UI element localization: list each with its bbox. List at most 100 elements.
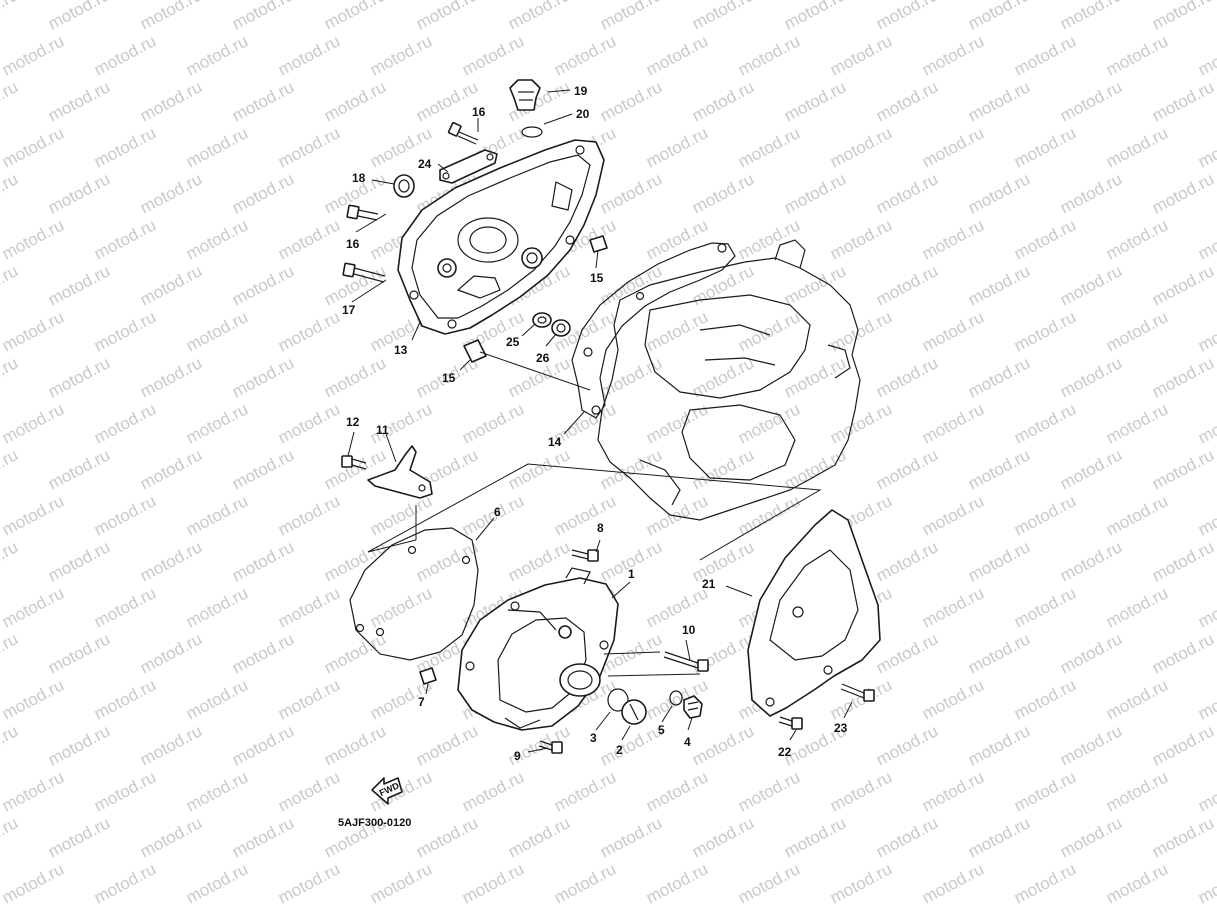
callout-13: 13 (394, 343, 408, 357)
watermark-text: motod.ru (91, 491, 159, 539)
watermark-text: motod.ru (597, 445, 665, 493)
callout-1: 1 (628, 567, 635, 581)
watermark-text: motod.ru (919, 491, 987, 539)
watermark-text: motod.ru (0, 675, 67, 723)
watermark-text: motod.ru (919, 31, 987, 79)
watermark-text: motod.ru (45, 813, 113, 861)
watermark-text: motod.ru (275, 215, 343, 263)
watermark-text: motod.ru (689, 169, 757, 217)
watermark-text: motod.ru (91, 859, 159, 907)
plug-o-ring-large (607, 688, 629, 712)
watermark-text: motod.ru (229, 353, 297, 401)
callout-20: 20 (576, 107, 590, 121)
watermark-text: motod.ru (919, 675, 987, 723)
watermark-text: motod.ru (413, 813, 481, 861)
forward-direction-arrow: FWD (371, 777, 403, 805)
watermark-text: motod.ru (0, 123, 67, 171)
watermark-text: motod.ru (91, 583, 159, 631)
watermark-text: motod.ru (367, 491, 435, 539)
watermark-text: motod.ru (551, 767, 619, 815)
leader-lines (347, 89, 853, 753)
watermark-text: motod.ru (1149, 261, 1217, 309)
watermark-text: motod.ru (275, 491, 343, 539)
watermark-text: motod.ru (137, 0, 205, 34)
watermark-text: motod.ru (1103, 31, 1171, 79)
watermark-text: motod.ru (137, 721, 205, 769)
crankcase-gasket (571, 242, 736, 419)
watermark-text: motod.ru (1011, 215, 1079, 263)
watermark-text: motod.ru (229, 261, 297, 309)
watermark-text: motod.ru (1149, 77, 1217, 125)
cover-bolt-left (346, 204, 379, 221)
watermark-text: motod.ru (275, 31, 343, 79)
cover-screw-top (571, 549, 599, 562)
watermark-text: motod.ru (1011, 583, 1079, 631)
watermark-text: motod.ru (137, 261, 205, 309)
bracket-bolt (341, 455, 367, 470)
callout-6: 6 (494, 505, 501, 519)
watermark-text: motod.ru (1011, 675, 1079, 723)
watermark-text: motod.ru (1057, 537, 1125, 585)
watermark-text: motod.ru (781, 169, 849, 217)
watermark-text: motod.ru (781, 0, 849, 34)
oil-filler-cap (509, 79, 541, 111)
watermark-text: motod.ru (965, 445, 1033, 493)
watermark-text: motod.ru (1195, 859, 1217, 907)
watermark-text: motod.ru (827, 31, 895, 79)
watermark-text: motod.ru (275, 399, 343, 447)
watermark-text: motod.ru (45, 0, 113, 34)
watermark-text: motod.ru (45, 77, 113, 125)
right-crankcase-cover (397, 139, 605, 335)
watermark-text: motod.ru (965, 629, 1033, 677)
watermark-text: motod.ru (919, 399, 987, 447)
watermark-text: motod.ru (781, 445, 849, 493)
watermark-text: motod.ru (459, 767, 527, 815)
cover-bolt-upper (447, 121, 479, 145)
watermark-text: motod.ru (137, 629, 205, 677)
watermark-text: motod.ru (643, 583, 711, 631)
watermark-text: motod.ru (1103, 215, 1171, 263)
watermark-text: motod.ru (1103, 123, 1171, 171)
watermark-text: motod.ru (643, 307, 711, 355)
watermark-text: motod.ru (183, 675, 251, 723)
callout-21: 21 (702, 577, 716, 591)
watermark-text: motod.ru (1149, 721, 1217, 769)
watermark-text: motod.ru (873, 813, 941, 861)
watermark-text: motod.ru (735, 215, 803, 263)
callout-5: 5 (658, 723, 665, 737)
watermark-text: motod.ru (413, 0, 481, 34)
watermark-text: motod.ru (643, 31, 711, 79)
diagram-code: 5AJF300-0120 (338, 817, 411, 829)
watermark-text: motod.ru (597, 813, 665, 861)
shaft-bushing (551, 319, 571, 337)
watermark-text: motod.ru (873, 537, 941, 585)
watermark-text: motod.ru (873, 445, 941, 493)
watermark-text: motod.ru (1103, 675, 1171, 723)
sprocket-cover-bolt-long (840, 683, 875, 702)
watermark-text: motod.ru (321, 721, 389, 769)
watermark-text: motod.ru (1195, 399, 1217, 447)
watermark-text: motod.ru (505, 0, 573, 34)
watermark-text: motod.ru (643, 859, 711, 907)
watermark-text: motod.ru (965, 261, 1033, 309)
watermark-text: motod.ru (321, 537, 389, 585)
watermark-text: motod.ru (735, 307, 803, 355)
watermark-text: motod.ru (183, 215, 251, 263)
watermark-text: motod.ru (1195, 123, 1217, 171)
generator-cover-gasket (349, 527, 479, 661)
watermark-text: motod.ru (275, 123, 343, 171)
watermark-text: motod.ru (505, 813, 573, 861)
watermark-text: motod.ru (965, 77, 1033, 125)
callout-24: 24 (418, 157, 432, 171)
watermark-text: motod.ru (1057, 445, 1125, 493)
cover-dowel-pin (419, 667, 437, 685)
watermark-text: motod.ru (965, 721, 1033, 769)
watermark-text: motod.ru (1011, 767, 1079, 815)
watermark-text: motod.ru (965, 537, 1033, 585)
watermark-text: motod.ru (1103, 767, 1171, 815)
watermark-text: motod.ru (0, 491, 67, 539)
callout-8: 8 (597, 521, 604, 535)
watermark-text: motod.ru (183, 399, 251, 447)
cover-screw-bottom (538, 740, 563, 754)
watermark-text: motod.ru (643, 767, 711, 815)
